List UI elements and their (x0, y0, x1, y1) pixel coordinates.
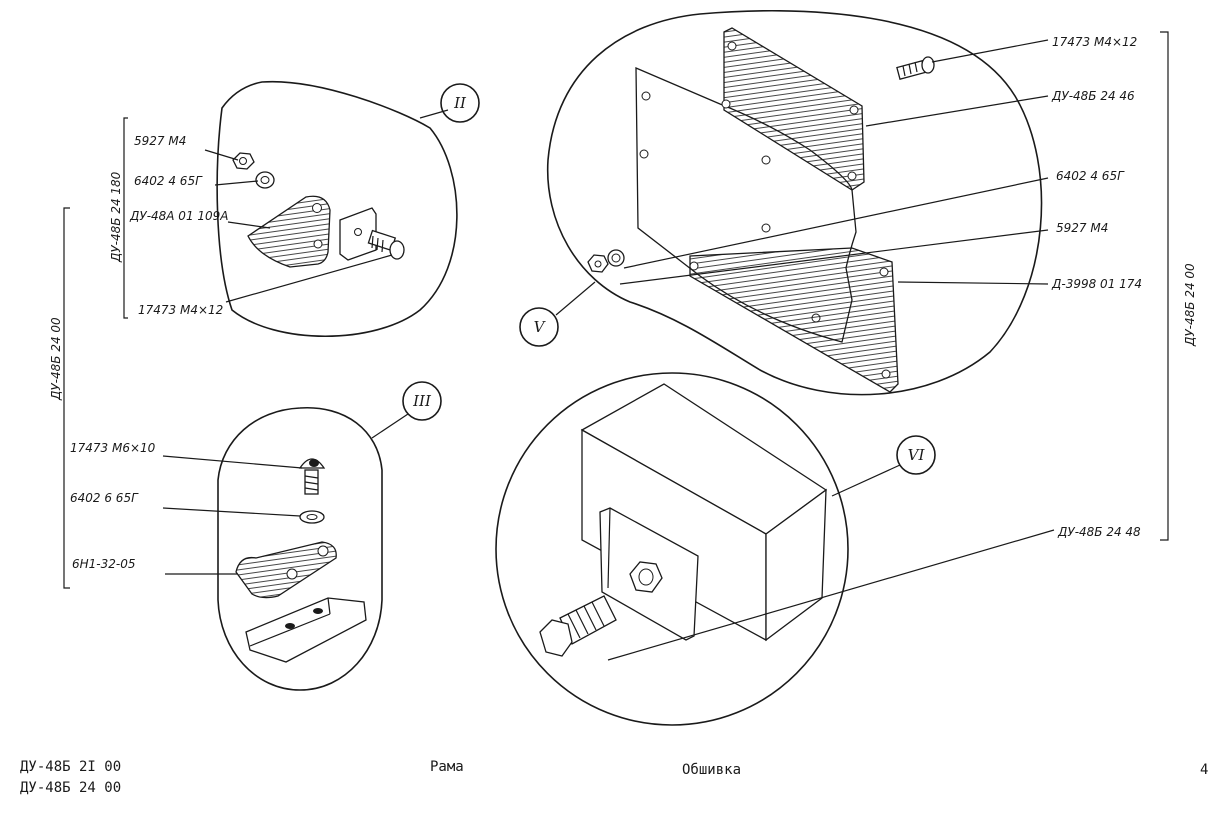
label-6402-6-65g: 6402 6 65Г (70, 491, 139, 505)
spring-washer-icon (255, 171, 275, 189)
footer: ДУ-48Б 2I 00 ДУ-48Б 24 00 Рама Обшивка 4 (20, 759, 1208, 796)
cover-plate-lower-icon (689, 247, 899, 393)
cover-plate-upper-icon (721, 27, 865, 191)
label-5927-m4: 5927 М4 (134, 134, 186, 148)
view-iii-numeral: III (412, 392, 432, 410)
label-du48a-01-109a: ДУ-48А 01 109А (129, 209, 229, 223)
bracket-plate-icon (247, 195, 331, 268)
screw-m4x12-v-icon (896, 56, 935, 80)
label-du48b-24-48: ДУ-48Б 24 48 (1057, 525, 1141, 539)
footer-doc-code-1: ДУ-48Б 2I 00 (20, 759, 121, 775)
nut-m4-icon (232, 152, 255, 170)
view-iii-marker (402, 381, 442, 421)
clamp-6n1-icon (235, 541, 337, 599)
assembly-du48b-24-00-right: ДУ-48Б 24 00 (1183, 263, 1197, 347)
screw-m4x12-icon (367, 229, 405, 260)
view-v-marker (519, 307, 559, 347)
footer-section-obshivka: Обшивка (682, 762, 741, 778)
label-17473-m4x12: 17473 М4×12 (138, 303, 223, 317)
label-17473-m6x10: 17473 М6×10 (70, 441, 156, 455)
base-plate-icon (245, 597, 367, 663)
label-du48b-24-46: ДУ-48Б 24 46 (1051, 89, 1135, 103)
view-v-callout: V (519, 9, 1197, 541)
screw-m6x10-icon (298, 458, 326, 495)
hex-nut-vi-icon (629, 561, 663, 593)
label-5927-m4-v: 5927 М4 (1056, 221, 1108, 235)
page-number: 4 (1200, 762, 1208, 778)
clamp-plate-icon (339, 207, 377, 261)
view-v-numeral: V (534, 318, 547, 336)
label-6n1-32-05: 6Н1-32-05 (72, 557, 136, 571)
view-ii-marker (440, 83, 480, 123)
view-vi-callout: VI ДУ-48Б 24 48 (495, 372, 1141, 726)
view-ii-callout: II 5927 М4 (109, 80, 480, 337)
footer-section-rama: Рама (430, 759, 464, 775)
nut-washer-v-icon (587, 249, 625, 273)
view-vi-numeral: VI (908, 446, 926, 464)
view-vi-marker (896, 435, 936, 475)
view-ii-numeral: II (453, 94, 467, 112)
label-6402-4-65g-v: 6402 4 65Г (1056, 169, 1125, 183)
washer-6-icon (299, 510, 325, 524)
label-17473-m4x12-v: 17473 М4×12 (1052, 35, 1137, 49)
footer-doc-code-2: ДУ-48Б 24 00 (20, 780, 121, 796)
view-iii-callout: III 17473 М6×10 6402 6 (70, 381, 442, 691)
hex-bolt-vi-icon (539, 595, 617, 657)
assembly-du48b-24-180: ДУ-48Б 24 180 (109, 171, 123, 263)
label-6402-4-65g: 6402 4 65Г (134, 174, 203, 188)
assembly-du48b-24-00-left: ДУ-48Б 24 00 (49, 317, 63, 401)
left-assembly-bracket: ДУ-48Б 24 00 (49, 207, 70, 589)
box-frame-icon (580, 383, 828, 642)
label-d3998-01-174: Д-3998 01 174 (1051, 277, 1142, 291)
